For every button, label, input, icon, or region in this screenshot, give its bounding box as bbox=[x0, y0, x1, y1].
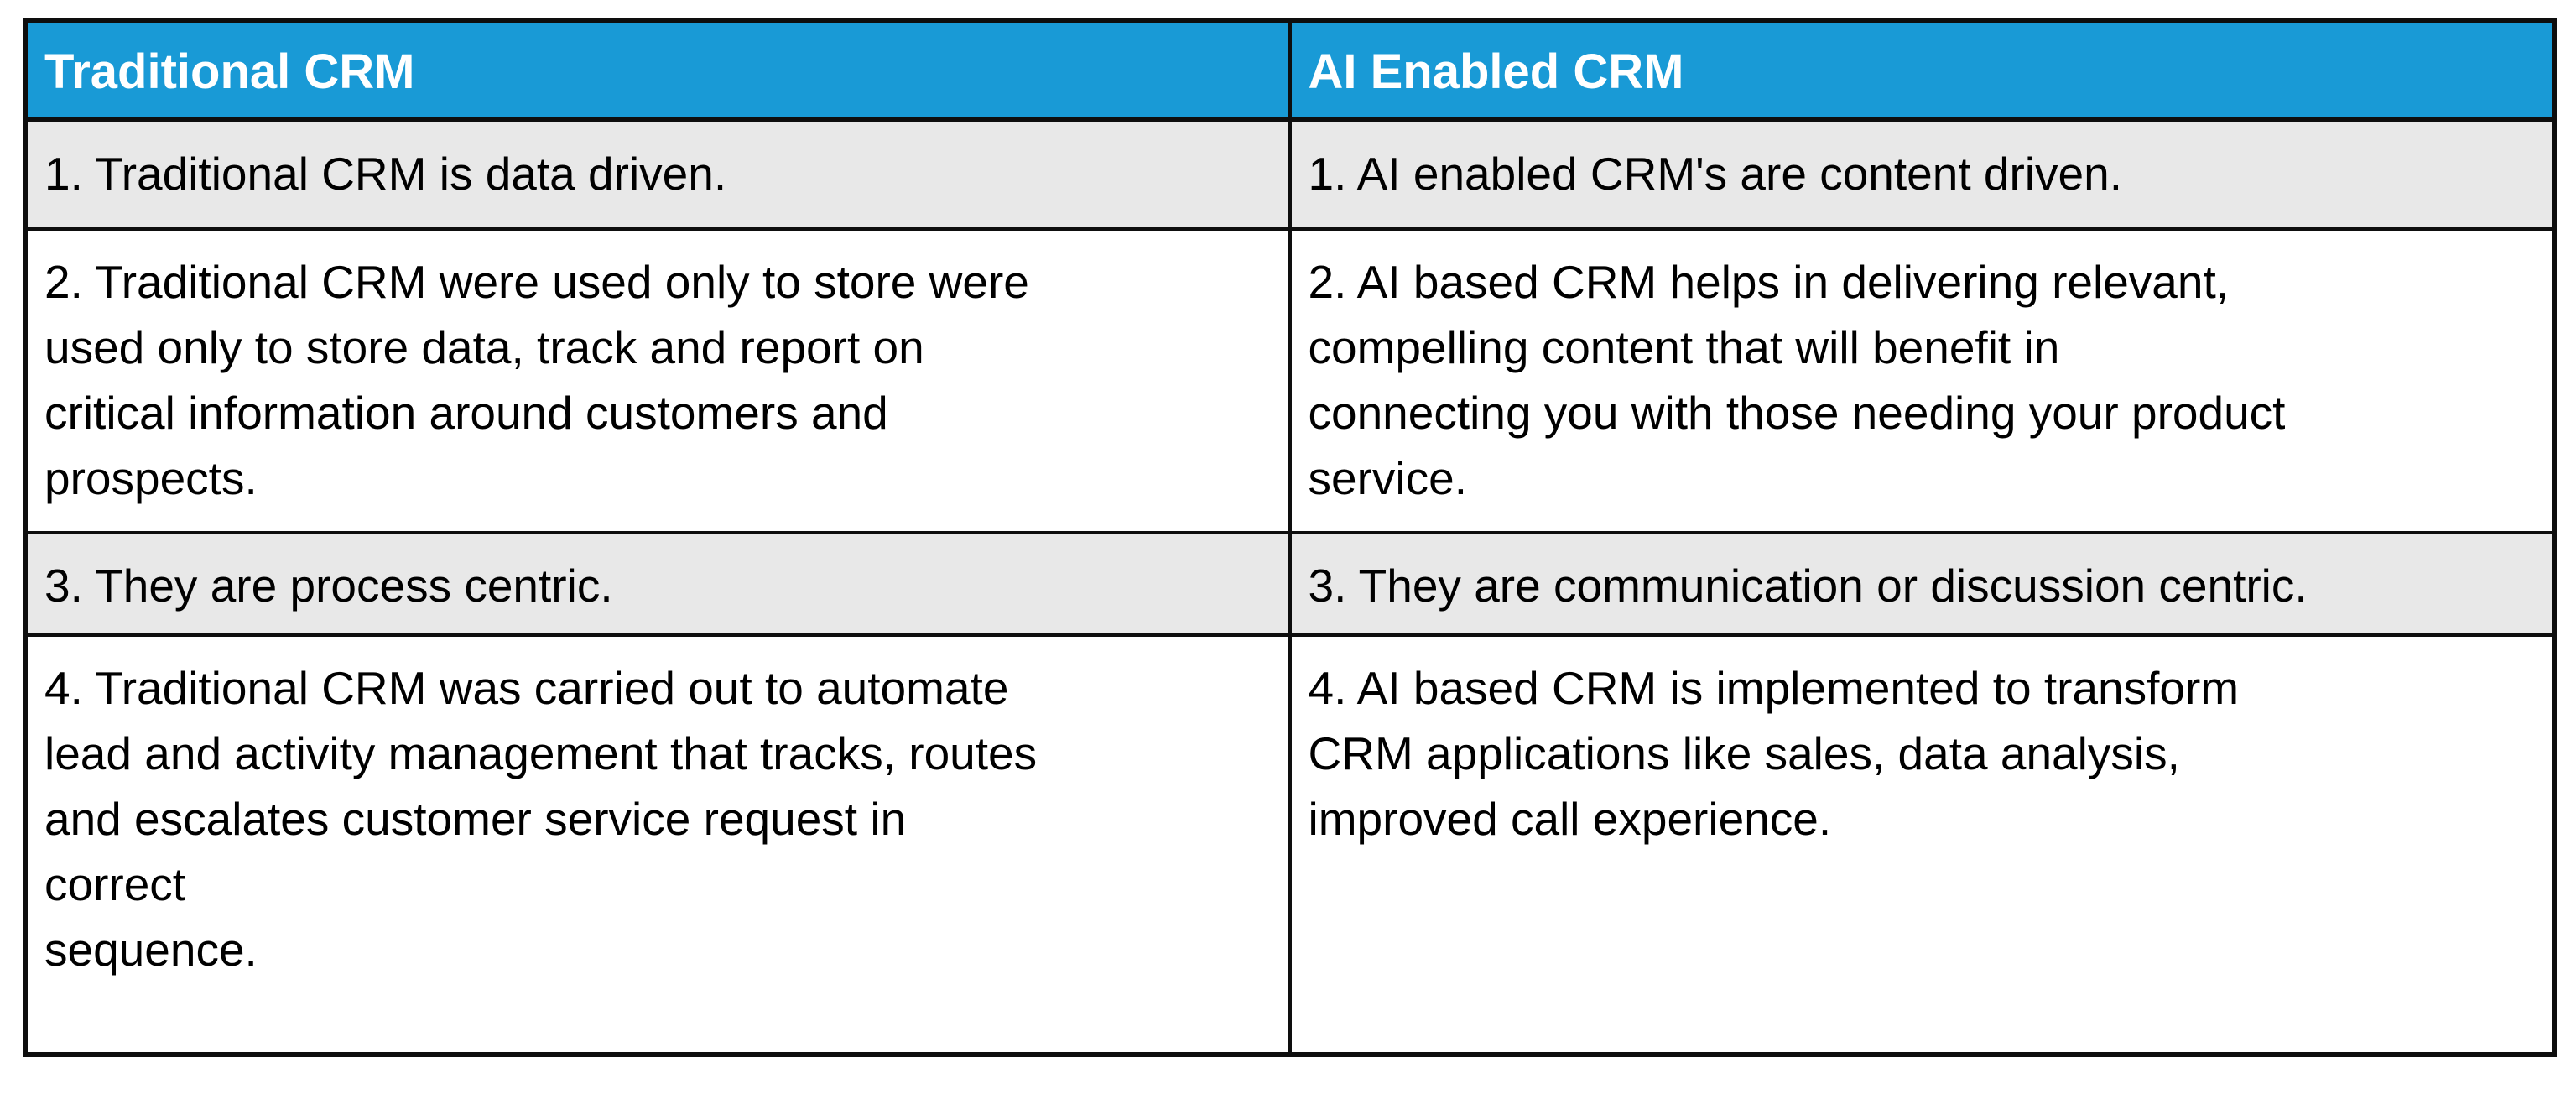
cell-row3-ai: 3. They are communication or discussion … bbox=[1288, 531, 2556, 637]
header-row: Traditional CRM AI Enabled CRM bbox=[23, 19, 2556, 122]
table-row-4: 4. Traditional CRM was carried out to au… bbox=[23, 633, 2556, 1056]
header-cell-traditional-crm: Traditional CRM bbox=[23, 19, 1292, 122]
cell-row3-traditional: 3. They are process centric. bbox=[23, 531, 1292, 637]
table-row-2: 2. Traditional CRM were used only to sto… bbox=[23, 227, 2556, 534]
table-row-3: 3. They are process centric. 3. They are… bbox=[23, 531, 2556, 637]
cell-row2-ai: 2. AI based CRM helps in delivering rele… bbox=[1288, 227, 2556, 534]
cell-row4-traditional: 4. Traditional CRM was carried out to au… bbox=[23, 633, 1292, 1056]
cell-row1-ai: 1. AI enabled CRM's are content driven. bbox=[1288, 118, 2556, 231]
header-cell-ai-enabled-crm: AI Enabled CRM bbox=[1288, 19, 2556, 122]
cell-row1-traditional: 1. Traditional CRM is data driven. bbox=[23, 118, 1292, 231]
cell-row2-traditional: 2. Traditional CRM were used only to sto… bbox=[23, 227, 1292, 534]
crm-comparison-table: Traditional CRM AI Enabled CRM 1. Tradit… bbox=[23, 18, 2557, 1057]
cell-row4-ai: 4. AI based CRM is implemented to transf… bbox=[1288, 633, 2556, 1056]
table-row-1: 1. Traditional CRM is data driven. 1. AI… bbox=[23, 118, 2556, 231]
crm-comparison-table-container: Traditional CRM AI Enabled CRM 1. Tradit… bbox=[23, 18, 2557, 1057]
table-body: 1. Traditional CRM is data driven. 1. AI… bbox=[23, 118, 2556, 1056]
table-header: Traditional CRM AI Enabled CRM bbox=[23, 19, 2556, 122]
